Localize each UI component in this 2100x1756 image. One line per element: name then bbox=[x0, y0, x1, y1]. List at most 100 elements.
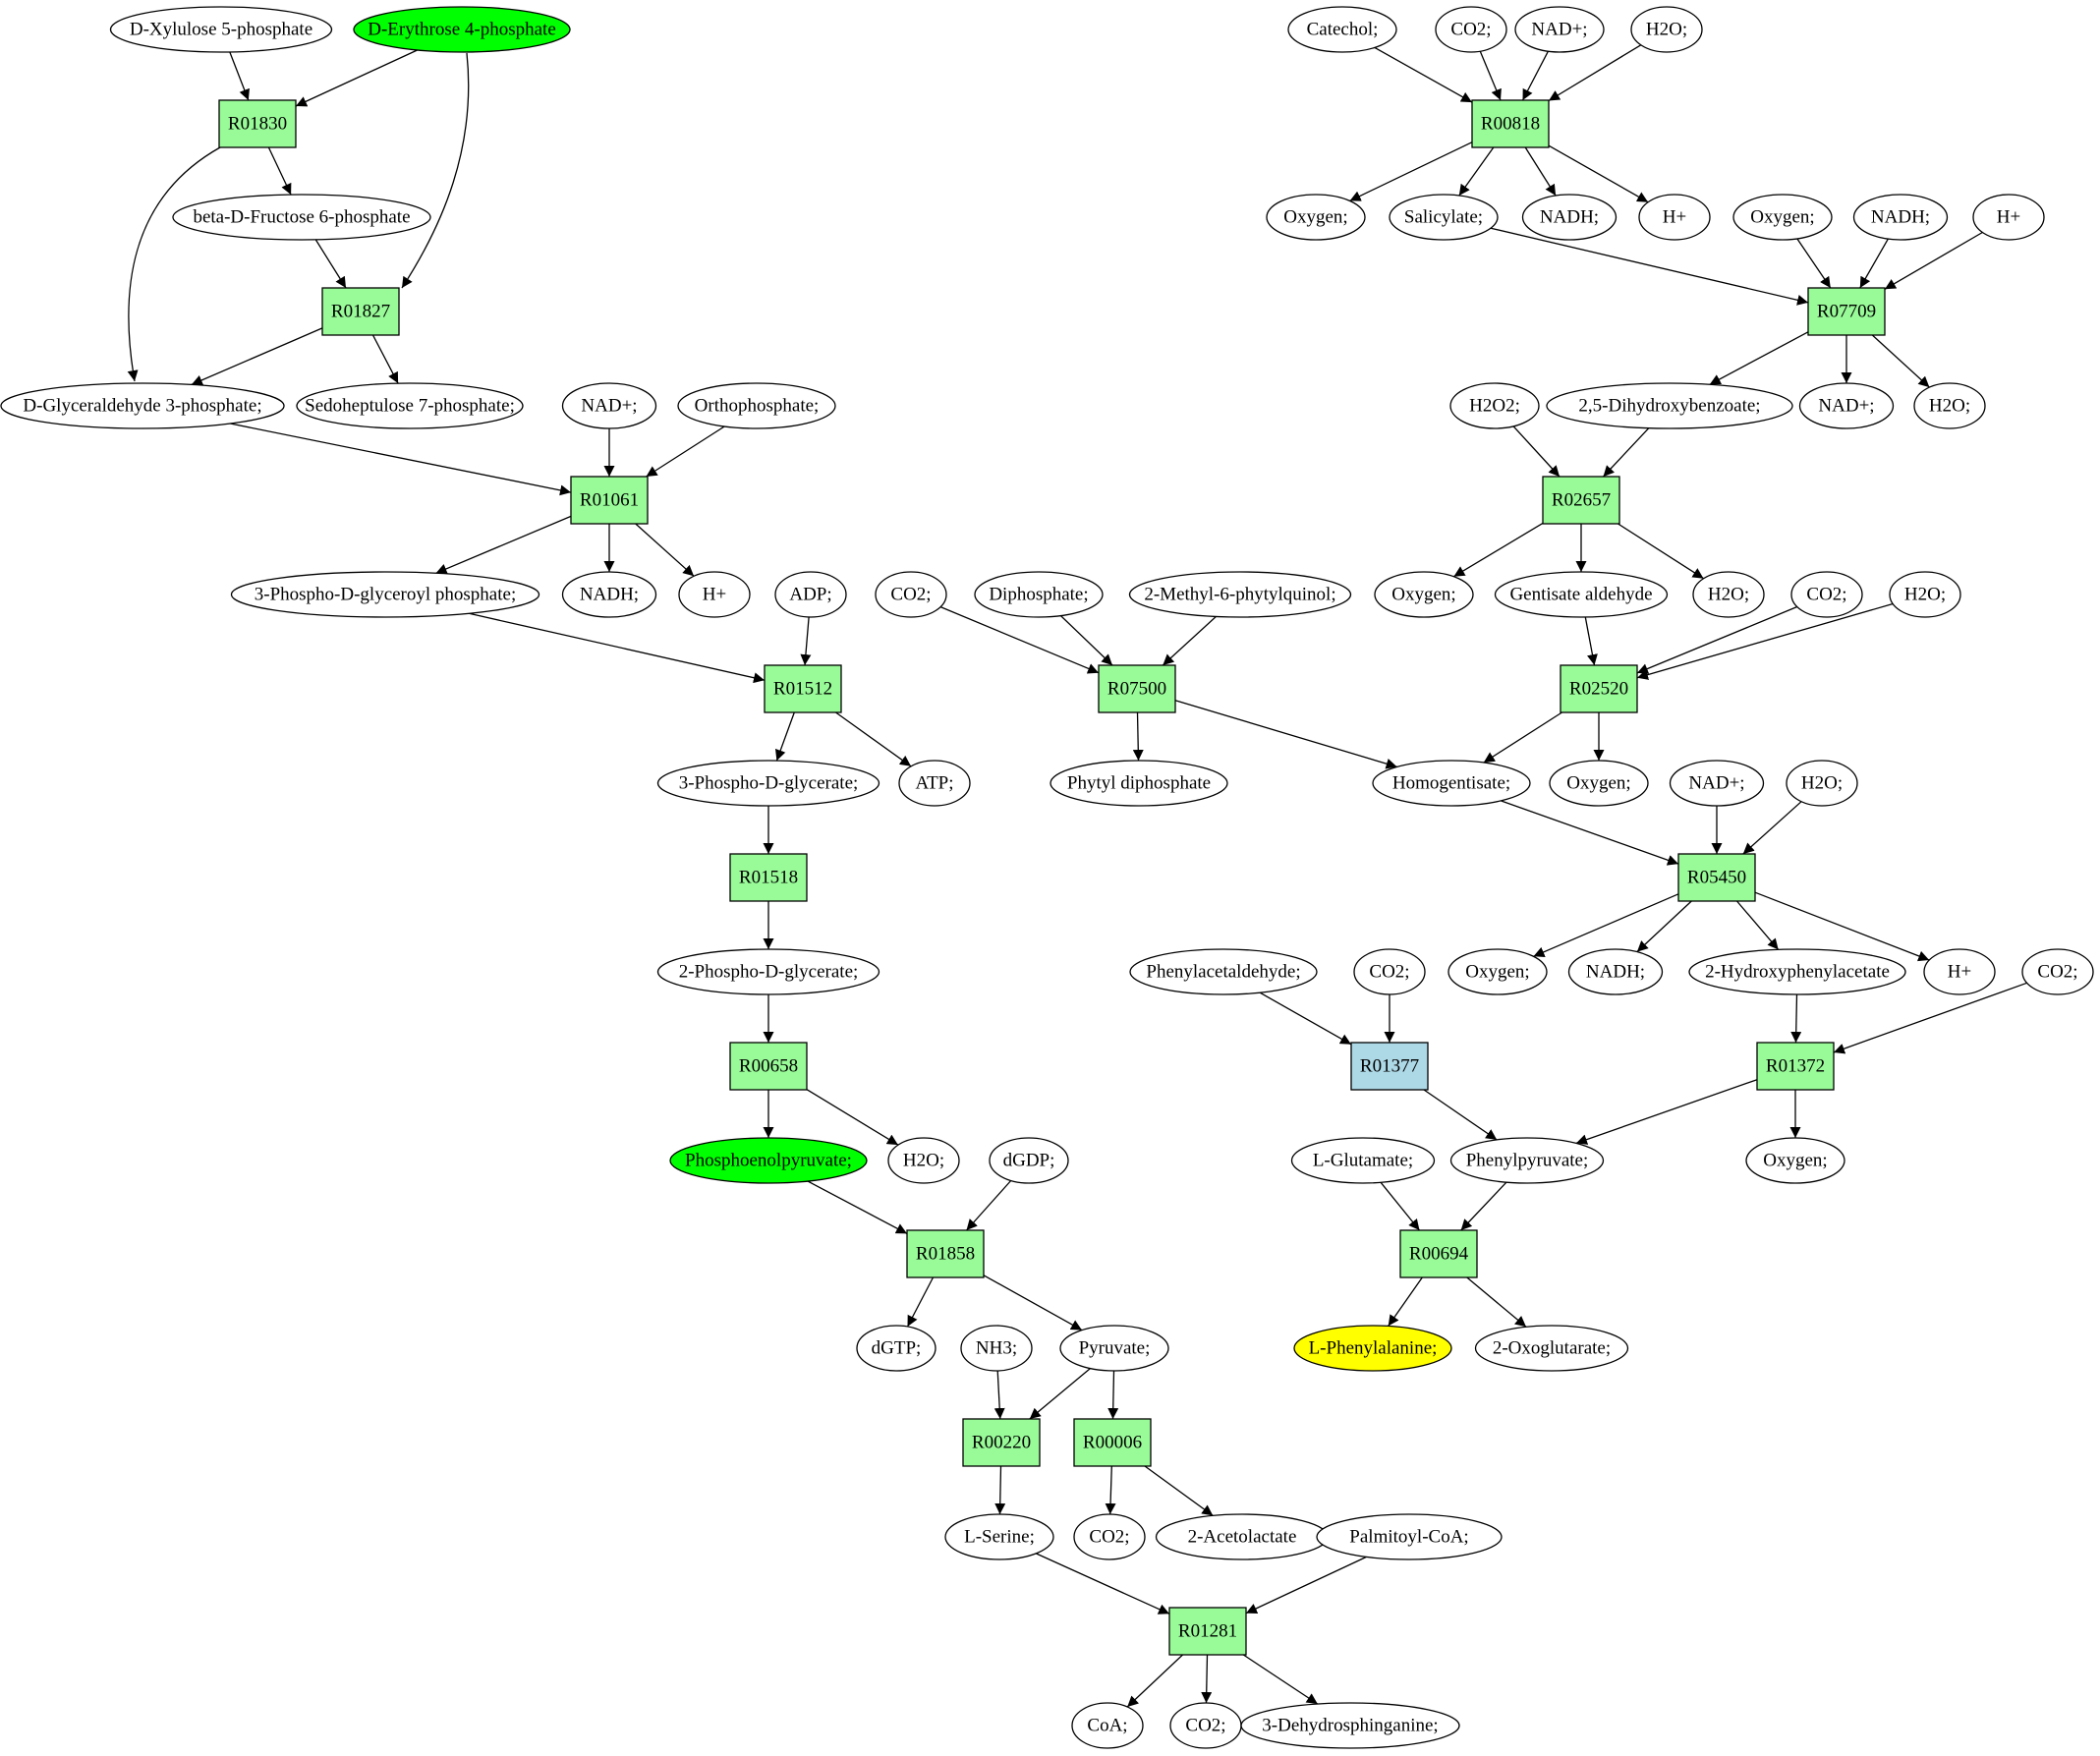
compound-node-m-phe[interactable]: L-Phenylalanine; bbox=[1293, 1325, 1452, 1372]
compound-node-m-h-b[interactable]: H+ bbox=[1638, 194, 1711, 241]
compound-node-m-mpq[interactable]: 2-Methyl-6-phytylquinol; bbox=[1128, 571, 1352, 618]
reaction-node-r00658[interactable]: R00658 bbox=[729, 1042, 808, 1091]
compound-node-m-acetolactate[interactable]: 2-Acetolactate bbox=[1155, 1513, 1330, 1560]
compound-node-m-nadh-c[interactable]: NADH; bbox=[1852, 194, 1949, 241]
compound-node-m-h2o2[interactable]: H2O2; bbox=[1449, 382, 1540, 429]
reaction-node-r02520[interactable]: R02520 bbox=[1560, 664, 1638, 713]
compound-node-m-phenylpyr[interactable]: Phenylpyruvate; bbox=[1449, 1137, 1605, 1184]
compound-node-m-diphosphate[interactable]: Diphosphate; bbox=[974, 571, 1104, 618]
compound-node-m-nadp-a[interactable]: NAD+; bbox=[561, 382, 657, 429]
compound-node-m-co2-d[interactable]: CO2; bbox=[1790, 571, 1863, 618]
compound-node-m-nh3[interactable]: NH3; bbox=[960, 1325, 1033, 1372]
compound-node-m-catechol[interactable]: Catechol; bbox=[1287, 6, 1397, 53]
edge-r01281-to-m_co2_b bbox=[1201, 1654, 1213, 1704]
reaction-node-r01372[interactable]: R01372 bbox=[1756, 1042, 1835, 1091]
compound-node-m-nadh-b[interactable]: NADH; bbox=[1521, 194, 1618, 241]
edge-r05450-to-m_h_d bbox=[1754, 891, 1930, 962]
node-label: R01512 bbox=[773, 678, 832, 699]
compound-node-m-salicylate[interactable]: Salicylate; bbox=[1389, 194, 1499, 241]
node-label: R01827 bbox=[331, 301, 390, 321]
compound-node-m-nadh-a[interactable]: NADH; bbox=[561, 571, 657, 618]
compound-node-m-nadp-c[interactable]: NAD+; bbox=[1798, 382, 1895, 429]
reaction-node-r01830[interactable]: R01830 bbox=[218, 99, 297, 148]
compound-ellipse bbox=[774, 571, 847, 618]
compound-node-m-palmitoyl[interactable]: Palmitoyl-CoA; bbox=[1316, 1513, 1503, 1560]
compound-node-m-co2-a[interactable]: CO2; bbox=[1073, 1513, 1146, 1560]
compound-node-m-ortho[interactable]: Orthophosphate; bbox=[677, 382, 836, 429]
compound-node-m-fructose[interactable]: beta-D-Fructose 6-phosphate bbox=[172, 194, 431, 241]
compound-node-m-homogentisate[interactable]: Homogentisate; bbox=[1372, 760, 1531, 807]
compound-node-m-oxy-d[interactable]: Oxygen; bbox=[1549, 760, 1649, 807]
compound-node-m-dehydro[interactable]: 3-Dehydrosphinganine; bbox=[1240, 1702, 1460, 1749]
reaction-node-r01512[interactable]: R01512 bbox=[764, 664, 842, 713]
compound-node-m-xylulose[interactable]: D-Xylulose 5-phosphate bbox=[109, 6, 333, 53]
reaction-node-r07709[interactable]: R07709 bbox=[1807, 287, 1886, 336]
compound-node-m-oxy-c[interactable]: Oxygen; bbox=[1374, 571, 1474, 618]
compound-node-m-h2o-e[interactable]: H2O; bbox=[1889, 571, 1961, 618]
node-label: H+ bbox=[1663, 206, 1686, 227]
compound-node-m-h2o-c[interactable]: H2O; bbox=[1913, 382, 1986, 429]
compound-node-m-nadh-d[interactable]: NADH; bbox=[1567, 948, 1664, 995]
compound-node-m-pyruvate[interactable]: Pyruvate; bbox=[1059, 1325, 1169, 1372]
compound-node-m-h-a[interactable]: H+ bbox=[678, 571, 751, 618]
compound-node-m-h2o-a[interactable]: H2O; bbox=[887, 1137, 960, 1184]
reaction-node-r01061[interactable]: R01061 bbox=[570, 476, 649, 525]
node-label: R02657 bbox=[1552, 489, 1611, 510]
reaction-node-r01518[interactable]: R01518 bbox=[729, 853, 808, 902]
node-label: R01061 bbox=[580, 489, 639, 510]
reaction-node-r00006[interactable]: R00006 bbox=[1073, 1418, 1152, 1467]
reaction-box bbox=[1350, 1042, 1429, 1091]
reaction-node-r01377[interactable]: R01377 bbox=[1350, 1042, 1429, 1091]
compound-node-m-oxoglut[interactable]: 2-Oxoglutarate; bbox=[1474, 1325, 1629, 1372]
compound-node-m-co2-c[interactable]: CO2; bbox=[1435, 6, 1507, 53]
compound-node-m-dhb[interactable]: 2,5-Dihydroxybenzoate; bbox=[1546, 382, 1793, 429]
compound-node-m-h2o-b[interactable]: H2O; bbox=[1630, 6, 1703, 53]
reaction-node-r00220[interactable]: R00220 bbox=[962, 1418, 1041, 1467]
edge-r02657-to-m_h2o_d bbox=[1618, 523, 1704, 580]
compound-ellipse bbox=[1290, 1137, 1436, 1184]
compound-node-m-3pgp[interactable]: 3-Phospho-D-glyceroyl phosphate; bbox=[230, 571, 540, 618]
node-label: Palmitoyl-CoA; bbox=[1349, 1526, 1468, 1547]
reaction-node-r00818[interactable]: R00818 bbox=[1471, 99, 1550, 148]
node-label: NADH; bbox=[580, 584, 639, 604]
compound-node-m-serine[interactable]: L-Serine; bbox=[944, 1513, 1054, 1560]
compound-ellipse bbox=[2021, 948, 2094, 995]
compound-node-m-oxy-b[interactable]: Oxygen; bbox=[1732, 194, 1833, 241]
compound-node-m-erythrose[interactable]: D-Erythrose 4-phosphate bbox=[353, 6, 571, 53]
compound-node-m-atp[interactable]: ATP; bbox=[898, 760, 971, 807]
compound-node-m-co2-e[interactable]: CO2; bbox=[875, 571, 947, 618]
reaction-node-r01858[interactable]: R01858 bbox=[906, 1229, 985, 1278]
compound-node-m-h2o-d[interactable]: H2O; bbox=[1692, 571, 1765, 618]
compound-node-m-coa[interactable]: CoA; bbox=[1071, 1702, 1144, 1749]
compound-node-m-h-d[interactable]: H+ bbox=[1923, 948, 1996, 995]
compound-node-m-phytyl[interactable]: Phytyl diphosphate bbox=[1050, 760, 1228, 807]
reaction-node-r01281[interactable]: R01281 bbox=[1168, 1607, 1247, 1656]
compound-node-m-h-c[interactable]: H+ bbox=[1972, 194, 2045, 241]
compound-node-m-2hpa[interactable]: 2-Hydroxyphenylacetate bbox=[1688, 948, 1906, 995]
compound-node-m-dgtp[interactable]: dGTP; bbox=[856, 1325, 936, 1372]
reaction-node-r01827[interactable]: R01827 bbox=[321, 287, 400, 336]
compound-node-m-s7p[interactable]: Sedoheptulose 7-phosphate; bbox=[296, 382, 524, 429]
compound-node-m-pep[interactable]: Phosphoenolpyruvate; bbox=[669, 1137, 868, 1184]
reaction-node-r02657[interactable]: R02657 bbox=[1542, 476, 1620, 525]
compound-node-m-gentisald[interactable]: Gentisate aldehyde bbox=[1494, 571, 1669, 618]
compound-node-m-oxy-f[interactable]: Oxygen; bbox=[1745, 1137, 1845, 1184]
compound-node-m-oxy-e[interactable]: Oxygen; bbox=[1447, 948, 1548, 995]
compound-node-m-phenylacet[interactable]: Phenylacetaldehyde; bbox=[1129, 948, 1318, 995]
compound-node-m-oxy-a[interactable]: Oxygen; bbox=[1266, 194, 1366, 241]
compound-node-m-3pg[interactable]: 3-Phospho-D-glycerate; bbox=[656, 760, 880, 807]
compound-node-m-h2o-f[interactable]: H2O; bbox=[1786, 760, 1858, 807]
compound-node-m-co2-b[interactable]: CO2; bbox=[1169, 1702, 1242, 1749]
compound-node-m-co2-f[interactable]: CO2; bbox=[1353, 948, 1426, 995]
compound-node-m-g3p[interactable]: D-Glyceraldehyde 3-phosphate; bbox=[0, 382, 285, 429]
compound-node-m-glutamate[interactable]: L-Glutamate; bbox=[1290, 1137, 1436, 1184]
reaction-node-r05450[interactable]: R05450 bbox=[1677, 853, 1756, 902]
compound-node-m-nadp-d[interactable]: NAD+; bbox=[1669, 760, 1765, 807]
compound-node-m-2pg[interactable]: 2-Phospho-D-glycerate; bbox=[656, 948, 880, 995]
compound-node-m-co2-g[interactable]: CO2; bbox=[2021, 948, 2094, 995]
compound-node-m-dgdp[interactable]: dGDP; bbox=[989, 1137, 1069, 1184]
reaction-node-r00694[interactable]: R00694 bbox=[1399, 1229, 1478, 1278]
compound-node-m-nadp-b[interactable]: NAD+; bbox=[1514, 6, 1605, 53]
reaction-node-r07500[interactable]: R07500 bbox=[1098, 664, 1176, 713]
compound-node-m-adp[interactable]: ADP; bbox=[774, 571, 847, 618]
